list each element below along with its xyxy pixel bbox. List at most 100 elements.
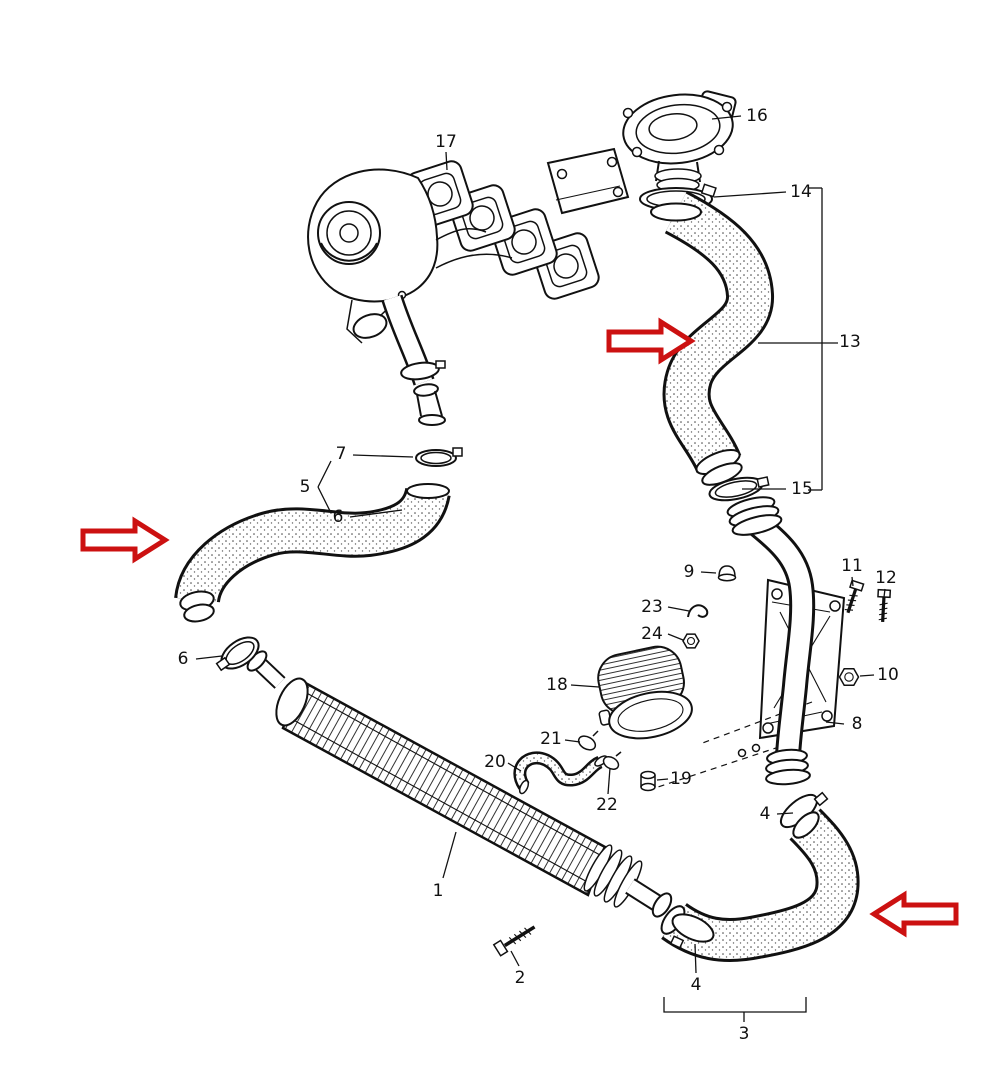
screw-12 (877, 588, 892, 623)
clamp-tab (615, 751, 622, 757)
bolt-thread (847, 599, 857, 602)
nut-bore (844, 672, 854, 682)
outlet-stub-line (416, 393, 422, 417)
hose-top-cuff (650, 202, 702, 222)
exhaust-manifold-turbo (307, 147, 630, 426)
pipe-bellows-ring (765, 768, 811, 786)
callout-label-part-16: 16 (746, 106, 768, 126)
clamp-band (577, 735, 597, 751)
nut-body (838, 668, 860, 686)
bracket-5-line (317, 460, 332, 488)
callout-leader-part-4-upper (776, 812, 794, 815)
screw-thread (878, 617, 887, 621)
callout-leader-part-14 (713, 191, 787, 198)
callout-label-part-11: 11 (841, 556, 863, 576)
outlet-stub-line (434, 390, 443, 417)
callout-leader-part-1 (442, 831, 457, 879)
nut-24 (682, 633, 700, 649)
hose-clamp-6 (215, 636, 260, 672)
throttle-flange-inner (635, 103, 721, 155)
bracket-hole (771, 588, 783, 600)
reference-brackets (317, 187, 823, 1022)
bracket-3-line (663, 997, 807, 1013)
callout-label-part-1: 1 (433, 881, 444, 901)
clamp-band-inner (714, 480, 758, 498)
callout-label-part-3: 3 (739, 1024, 750, 1044)
callout-leader-part-23 (667, 606, 690, 612)
arrow-layer (80, 317, 959, 938)
flange-bolt-hole (606, 156, 618, 168)
callout-leader-part-20 (507, 762, 522, 772)
highlight-arrow-upper-hose (606, 317, 696, 365)
charge-air-hose-6 (174, 483, 451, 623)
wastegate-actuator (352, 313, 388, 339)
callout-leader-part-9 (700, 571, 717, 574)
throttle-bore (648, 113, 698, 141)
callout-leader-part-6-lower (195, 655, 223, 660)
throttle-bolt-lug (713, 144, 725, 156)
runner-line (435, 253, 513, 269)
spring-clamp-22 (602, 751, 622, 770)
bolt-head (849, 579, 865, 592)
hose-body (665, 193, 771, 473)
bracket-hole (821, 710, 833, 722)
bolt-thread (844, 609, 854, 611)
plug-19 (640, 770, 656, 792)
callout-leader-part-4-lower (694, 943, 697, 974)
nut-bore (686, 636, 696, 646)
callout-label-part-8: 8 (852, 714, 863, 734)
clamp-screw-housing (700, 183, 717, 198)
intercooler-core (281, 678, 607, 897)
charge-air-hose-13 (650, 190, 774, 486)
throttle-valve-unit (622, 90, 737, 193)
bolt-thread (849, 594, 858, 597)
outlet-stub-ring (418, 414, 446, 426)
callout-label-part-10: 10 (877, 665, 899, 685)
callout-leader-part-10 (859, 674, 875, 677)
hose-body (177, 487, 448, 604)
core-frame-line (287, 716, 592, 885)
turbo-housing-arc (320, 242, 378, 262)
plug-top (640, 770, 656, 780)
callout-label-part-6-lower: 6 (178, 649, 189, 669)
duct-shell (608, 690, 693, 740)
clamp-screw-housing (215, 656, 231, 672)
callout-label-part-23: 23 (641, 597, 663, 617)
pressure-pipe-8 (726, 496, 816, 786)
clamp-screw-housing (669, 935, 685, 949)
bracket-stud (737, 748, 747, 758)
screw-thread (524, 927, 532, 935)
cap-9 (717, 565, 737, 582)
callout-label-part-13: 13 (839, 332, 861, 352)
core-frame-line (302, 690, 601, 856)
clamp-band (602, 756, 620, 770)
callout-leader-part-17 (445, 151, 448, 171)
heat-shield-line (555, 185, 621, 201)
callout-label-part-6-upper: 6 (333, 507, 344, 527)
callout-label-part-14: 14 (790, 182, 812, 202)
bolt-11 (844, 579, 865, 614)
hose-body (515, 754, 602, 789)
bracket-hole (829, 600, 841, 612)
clamp-band-inner (420, 451, 452, 465)
hose-clamp-15 (708, 476, 770, 502)
callout-leader-part-11 (851, 576, 854, 587)
callout-label-part-2: 2 (515, 968, 526, 988)
intercooler-left-end-cap (275, 677, 309, 727)
hose-clamp-7 (415, 447, 463, 467)
callout-label-part-5: 5 (300, 477, 311, 497)
callout-label-part-17: 17 (435, 132, 457, 152)
callout-label-part-4-upper: 4 (760, 804, 771, 824)
callout-leader-part-12 (883, 588, 886, 598)
bracket-5-line (317, 486, 332, 514)
screw-thread (513, 933, 522, 942)
callout-leader-part-6-upper (349, 509, 403, 518)
nut-body (682, 633, 700, 649)
flange-bolt-hole (556, 168, 568, 180)
throttle-bolt-lug (631, 146, 643, 158)
screw-thread (519, 930, 527, 939)
highlight-arrow-lower-hose (869, 890, 959, 938)
screw-thread (508, 937, 517, 945)
duct-shell-inner (617, 698, 684, 732)
